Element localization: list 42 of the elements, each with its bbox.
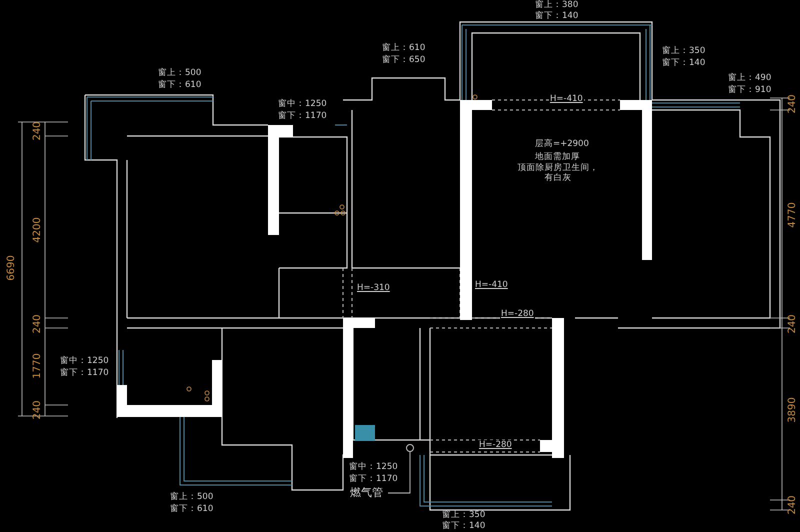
leader-line (388, 452, 410, 494)
window-height-label: 窗上：500 (170, 492, 214, 502)
dimension-text: 6690 (7, 255, 17, 281)
note-text: 顶面除厨房卫生间，有白灰 (516, 163, 600, 183)
beam-height-label: H=-410 (474, 280, 509, 290)
beam-height-label: H=-280 (478, 440, 513, 450)
dimension-text: 4200 (33, 217, 43, 243)
dimension-text: 3890 (788, 397, 798, 423)
window-height-label: 窗中：1250 (349, 462, 398, 472)
window-height-label: 窗下：140 (442, 521, 486, 531)
window-height-label: 窗下：140 (535, 11, 578, 21)
window-height-label: 窗下：1170 (349, 474, 398, 484)
dimension-text: 240 (33, 400, 43, 420)
window-height-label: 窗上：610 (382, 43, 426, 53)
dimension-text: 240 (788, 495, 798, 515)
dimension-text: 240 (788, 314, 798, 334)
dimension-text: 240 (33, 121, 43, 141)
window-height-label: 窗中：1250 (60, 356, 109, 366)
beam-height-label: H=-310 (356, 283, 391, 293)
window-height-label: 窗下：650 (382, 55, 426, 65)
window-height-label: 窗下：140 (662, 58, 706, 68)
dimension-text: 1770 (33, 353, 43, 379)
window-height-label: 窗下：610 (170, 504, 214, 514)
beam-height-label: H=-280 (500, 309, 535, 319)
window-height-label: 窗上：350 (662, 46, 706, 56)
window-height-label: 窗上：500 (158, 68, 202, 78)
window-height-label: 窗上：380 (535, 0, 578, 10)
beam-height-label: H=-410 (549, 94, 584, 104)
window-height-label: 窗下：1170 (278, 111, 327, 121)
dimension-text: 240 (788, 94, 798, 114)
window-height-label: 窗上：350 (442, 510, 486, 520)
pipe-label: 燃气管 (350, 486, 383, 499)
window-height-label: 窗下：610 (158, 80, 202, 90)
gas-pipe-mark (406, 444, 414, 452)
window-height-label: 窗下：910 (728, 85, 772, 95)
dimension-text: 4770 (788, 202, 798, 228)
window-height-label: 窗中：1250 (278, 99, 327, 109)
window-height-label: 窗上：490 (728, 73, 772, 83)
window-height-label: 窗下：1170 (60, 368, 109, 378)
window-height-label: 地面需加厚 (535, 152, 580, 162)
dimension-text: 240 (33, 314, 43, 334)
window-height-label: 层高=+2900 (535, 139, 589, 149)
